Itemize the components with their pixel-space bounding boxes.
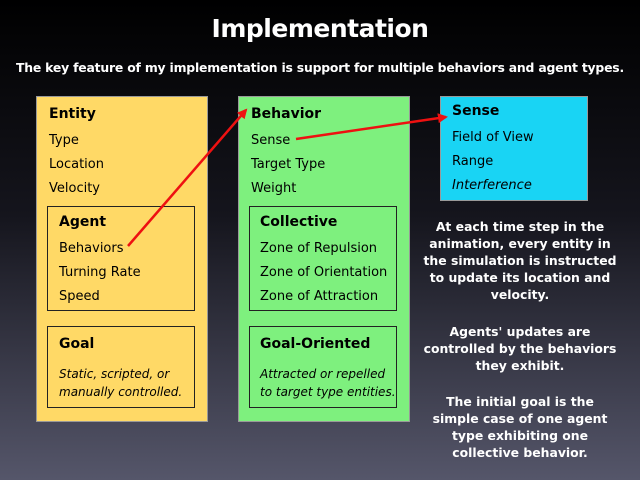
goal-oriented-box: Goal-Oriented Attracted or repelled to t…: [249, 326, 397, 408]
slide-subtitle: The key feature of my implementation is …: [15, 60, 624, 75]
arrow-behaviors-to-behavior: [127, 108, 248, 247]
arrow-sense-to-sense: [295, 113, 448, 141]
collective-box: Collective Zone of Repulsion Zone of Ori…: [249, 206, 397, 311]
goal-box: Goal Static, scripted, or manually contr…: [47, 326, 195, 408]
collective-item-orientation: Zone of Orientation: [260, 265, 388, 280]
goal-description: Static, scripted, or manually controlled…: [59, 367, 183, 399]
slide-title: Implementation: [211, 14, 429, 43]
sense-item-field-of-view: Field of View: [452, 130, 534, 145]
entity-item-location: Location: [49, 157, 104, 172]
side-text-goal: The initial goal is the simple case of o…: [432, 394, 608, 460]
agent-header: Agent: [59, 214, 107, 230]
agent-item-behaviors: Behaviors: [59, 241, 124, 256]
agent-box: Agent Behaviors Turning Rate Speed: [47, 206, 195, 311]
behavior-item-sense: Sense: [251, 133, 291, 148]
sense-panel: Sense Field of View Range Interference: [440, 96, 588, 201]
sense-item-range: Range: [452, 154, 494, 169]
collective-header: Collective: [260, 214, 338, 230]
collective-item-repulsion: Zone of Repulsion: [260, 241, 378, 256]
sense-item-interference: Interference: [452, 178, 532, 193]
agent-item-speed: Speed: [59, 289, 100, 304]
side-text-agents: Agents' updates are controlled by the be…: [423, 324, 617, 373]
collective-item-attraction: Zone of Attraction: [260, 289, 379, 304]
agent-item-turning-rate: Turning Rate: [59, 265, 141, 280]
behavior-panel: Behavior Sense Target Type Weight Collec…: [238, 96, 410, 422]
entity-header: Entity: [49, 106, 96, 122]
sense-header: Sense: [452, 103, 500, 119]
behavior-item-target-type: Target Type: [251, 157, 326, 172]
goal-header: Goal: [59, 336, 95, 352]
behavior-header: Behavior: [251, 106, 322, 122]
side-text-update: At each time step in the animation, ever…: [423, 219, 617, 302]
goal-oriented-header: Goal-Oriented: [260, 336, 371, 352]
goal-oriented-description: Attracted or repelled to target type ent…: [260, 367, 396, 399]
behavior-item-weight: Weight: [251, 181, 297, 196]
entity-panel: Entity Type Location Velocity Agent Beha…: [36, 96, 208, 422]
entity-item-velocity: Velocity: [49, 181, 100, 196]
entity-item-type: Type: [49, 133, 79, 148]
